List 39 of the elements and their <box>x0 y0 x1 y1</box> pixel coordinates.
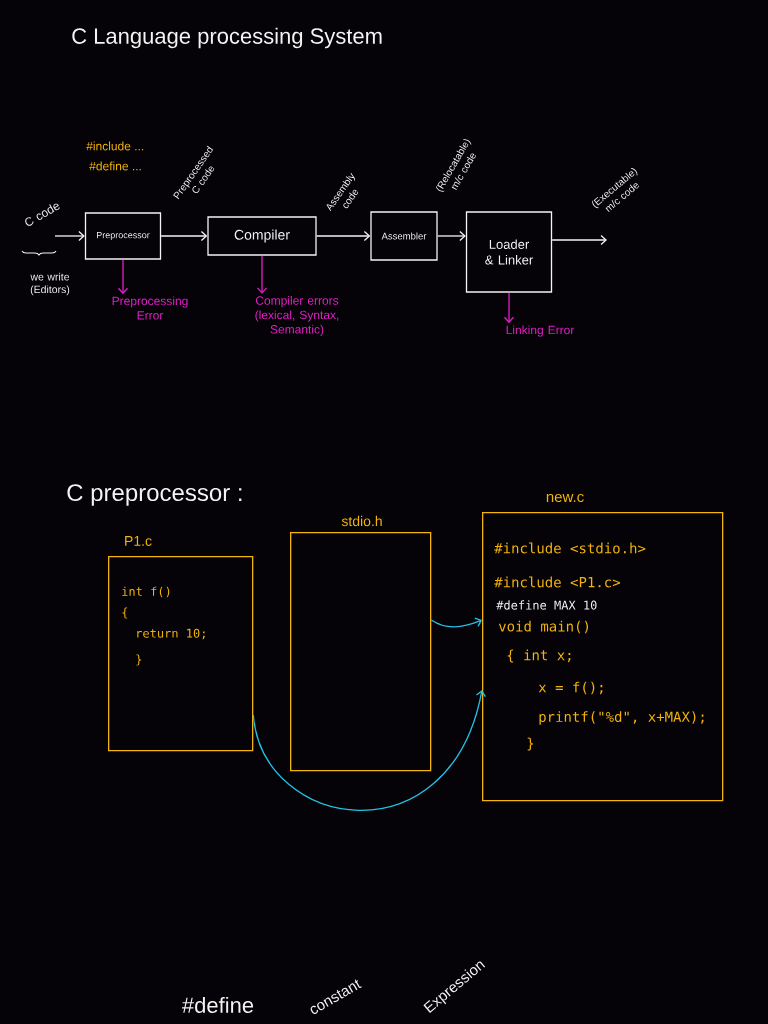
arrow <box>54 230 85 242</box>
code-line: { int x; <box>507 649 571 663</box>
error-text: Preprocessing Error <box>112 296 188 320</box>
arrow <box>252 690 486 811</box>
file-name: new.c <box>546 493 584 503</box>
arrow <box>437 230 466 242</box>
arrow <box>551 234 607 246</box>
code-line: #define MAX 10 <box>496 600 597 610</box>
code-line: x = f(); <box>538 681 603 695</box>
code-line: { <box>122 607 128 619</box>
arrow <box>316 230 371 242</box>
note-text: #define <box>182 996 254 1014</box>
code-line: int f() <box>122 586 170 598</box>
code-line: #include <P1.c> <box>494 576 621 588</box>
arrow <box>160 230 208 242</box>
edge-label: C code <box>18 196 66 232</box>
code-line: #include <stdio.h> <box>494 542 646 554</box>
file-name: stdio.h <box>341 515 382 527</box>
process-box: Assembler <box>370 211 438 261</box>
file-name: P1.c <box>125 536 152 546</box>
directive-note: #define ... <box>89 161 141 171</box>
code-line: printf("%d", x+MAX); <box>539 711 704 725</box>
code-line: } <box>136 654 142 666</box>
code-line: void main() <box>498 620 588 634</box>
annotation: we write (Editors) <box>30 272 70 296</box>
directive-note: #include ... <box>86 141 144 151</box>
error-text: Linking Error <box>506 325 575 337</box>
error-text: Compiler errors (lexical, Syntax, Semantic) <box>255 296 339 336</box>
section-heading: C preprocessor : <box>67 484 242 506</box>
process-box: Compiler <box>207 216 317 256</box>
arrow <box>117 259 129 295</box>
process-box: Loader & Linker <box>465 211 553 293</box>
arrow <box>256 255 268 294</box>
arrow <box>503 292 515 324</box>
arrow <box>430 617 482 628</box>
title: C Language processing System <box>72 27 382 49</box>
code-line: } <box>527 737 534 751</box>
process-box: Preprocessor <box>84 212 162 260</box>
code-line: return 10; <box>137 628 205 640</box>
